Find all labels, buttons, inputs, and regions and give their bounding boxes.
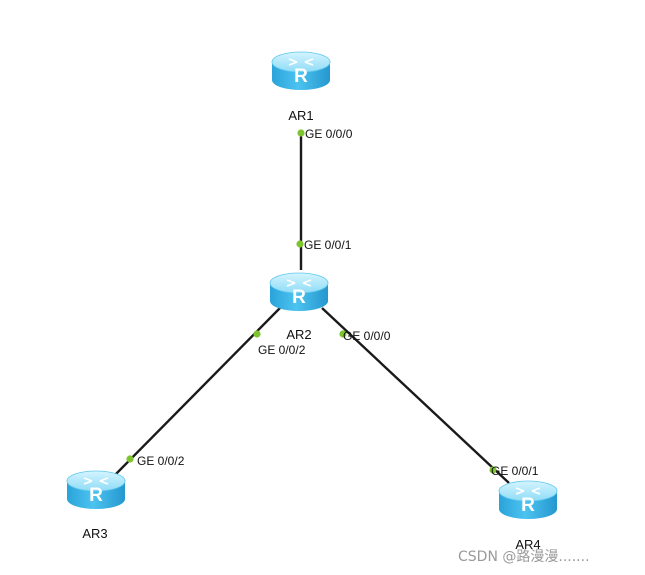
port-label: GE 0/0/1 bbox=[304, 238, 352, 252]
router-icon: R bbox=[269, 272, 329, 311]
router-ar4[interactable]: R AR4 bbox=[498, 480, 558, 552]
port-label: GE 0/0/0 bbox=[305, 127, 353, 141]
port-ar2-ge001[interactable]: GE 0/0/1 bbox=[296, 238, 352, 252]
port-dot bbox=[297, 129, 305, 137]
port-dot bbox=[253, 330, 261, 338]
port-ar3-ge002[interactable]: GE 0/0/2 bbox=[126, 454, 185, 468]
router-label: AR2 bbox=[286, 327, 311, 342]
router-icon: R bbox=[271, 51, 331, 90]
port-ar2-ge002[interactable]: GE 0/0/2 bbox=[253, 330, 306, 357]
svg-text:R: R bbox=[89, 485, 103, 506]
router-label: AR4 bbox=[515, 537, 540, 552]
port-dot bbox=[296, 240, 304, 248]
port-label: GE 0/0/0 bbox=[343, 329, 391, 343]
port-ar4-ge001[interactable]: GE 0/0/1 bbox=[489, 464, 539, 478]
port-ar2-ge000[interactable]: GE 0/0/0 bbox=[339, 329, 391, 343]
link-ar2-ar4[interactable] bbox=[321, 307, 510, 484]
port-ar1-ge000[interactable]: GE 0/0/0 bbox=[297, 127, 353, 141]
svg-text:R: R bbox=[294, 66, 308, 87]
port-dot bbox=[489, 466, 497, 474]
router-label: AR1 bbox=[288, 108, 313, 123]
port-dot bbox=[126, 455, 134, 463]
port-label: GE 0/0/1 bbox=[491, 464, 539, 478]
router-ar2[interactable]: R AR2 bbox=[269, 272, 329, 342]
router-ar3[interactable]: R AR3 bbox=[66, 470, 126, 541]
svg-text:R: R bbox=[292, 287, 306, 308]
watermark-text: CSDN @路漫漫....... bbox=[458, 549, 590, 565]
router-icon: R bbox=[66, 470, 126, 509]
svg-text:R: R bbox=[521, 495, 535, 516]
port-label: GE 0/0/2 bbox=[137, 454, 185, 468]
router-label: AR3 bbox=[82, 526, 107, 541]
port-label: GE 0/0/2 bbox=[258, 343, 306, 357]
link-ar2-ar3[interactable] bbox=[113, 307, 281, 477]
router-icon: R bbox=[498, 480, 558, 519]
router-ar1[interactable]: R AR1 bbox=[271, 51, 331, 123]
port-dot bbox=[339, 330, 347, 338]
